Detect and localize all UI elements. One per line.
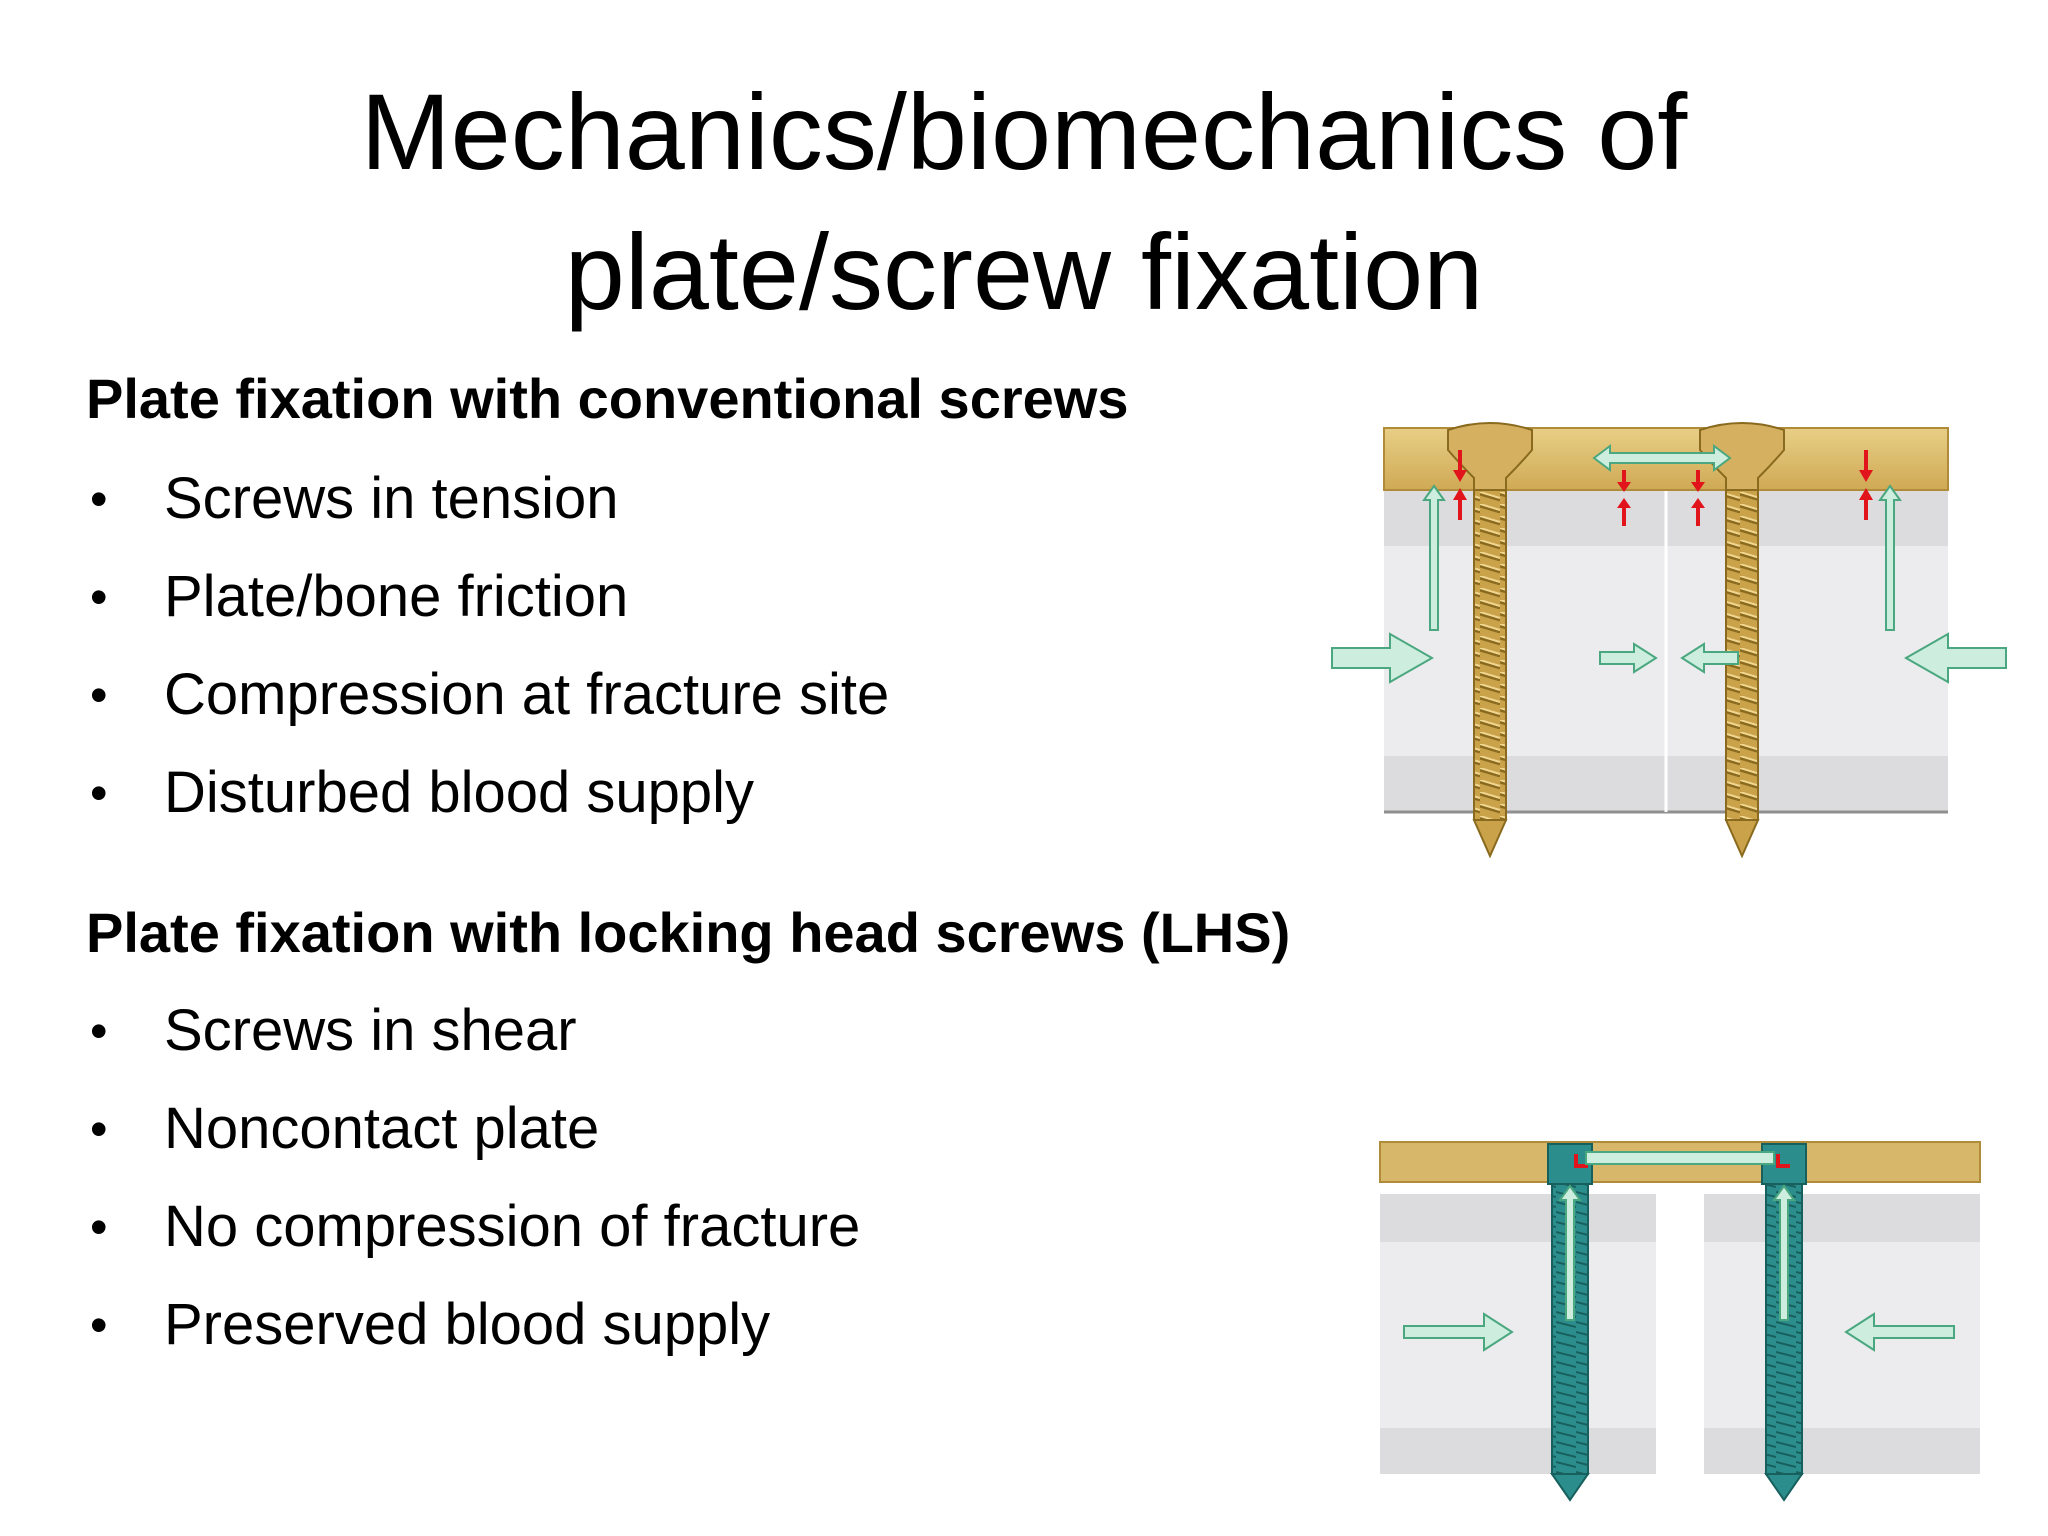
bullet-text: Screws in shear (164, 998, 577, 1063)
bullet-list-locking: • Screws in shear • Noncontact plate • No c… (86, 982, 860, 1374)
bullet-text: Screws in tension (164, 466, 619, 531)
slide-title: Mechanics/biomechanics of plate/screw fi… (0, 62, 2048, 342)
list-item: • No compression of fracture (86, 1178, 860, 1276)
heading-locking-head-screws: Plate fixation with locking head screws … (86, 901, 1291, 964)
bullet-list-conventional: •Screws in tension •Plate/bone friction … (86, 450, 889, 842)
red-compression-arrows (1453, 450, 1873, 526)
lock-mark-icon (1776, 1154, 1790, 1168)
compression-arrow-icon (1844, 1312, 1955, 1352)
friction-arrow-icon (1878, 484, 1902, 631)
conventional-screw-icon (1447, 422, 1533, 859)
bone-segment (1384, 490, 1948, 814)
list-item: • Noncontact plate (86, 1080, 860, 1178)
plate-load-arrow-icon (1585, 1151, 1775, 1165)
heading-conventional-screws: Plate fixation with conventional screws (86, 367, 1129, 430)
bullet-text: No compression of fracture (164, 1194, 861, 1259)
friction-arrow-icon (1422, 484, 1446, 631)
list-item: • Screws in shear (86, 982, 860, 1080)
list-item: • Disturbed blood supply (86, 744, 889, 842)
bullet-text: Disturbed blood supply (164, 760, 755, 825)
locking-screw-diagram (1379, 1141, 1981, 1502)
bullet-text: Compression at fracture site (164, 662, 890, 727)
bullet-dot: • (90, 1101, 108, 1157)
bullet-text: Noncontact plate (164, 1096, 600, 1161)
bullet-dot: • (90, 1297, 108, 1353)
compression-arrow-icon (1331, 632, 1435, 684)
tension-arrow-icon (1592, 444, 1732, 472)
compression-arrow-icon (1903, 632, 2007, 684)
list-item: • Compression at fracture site (86, 646, 889, 744)
list-item: • Plate/bone friction (86, 548, 889, 646)
compression-arrow-icon (1599, 642, 1658, 674)
screw-load-arrow-icon (1558, 1184, 1582, 1321)
bullet-dot: • (90, 569, 108, 625)
compression-arrow-icon (1403, 1312, 1514, 1352)
slide-title-line2: plate/screw fixation (564, 211, 1484, 332)
screw-load-arrow-icon (1772, 1184, 1796, 1321)
bullet-text: Preserved blood supply (164, 1292, 771, 1357)
slide-title-line1: Mechanics/biomechanics of (360, 71, 1688, 192)
bullet-dot: • (90, 1199, 108, 1255)
conventional-screw-diagram (1331, 422, 2007, 859)
lock-mark-icon (1574, 1154, 1588, 1168)
list-item: • Screws in tension (86, 450, 889, 548)
bullet-dot: • (90, 471, 108, 527)
bullet-text: Plate/bone friction (164, 564, 629, 629)
bullet-dot: • (90, 667, 108, 723)
list-item: • Preserved blood supply (86, 1276, 860, 1374)
bullet-dot: • (90, 1003, 108, 1059)
compression-arrow-icon (1680, 642, 1739, 674)
bullet-dot: • (90, 765, 108, 821)
